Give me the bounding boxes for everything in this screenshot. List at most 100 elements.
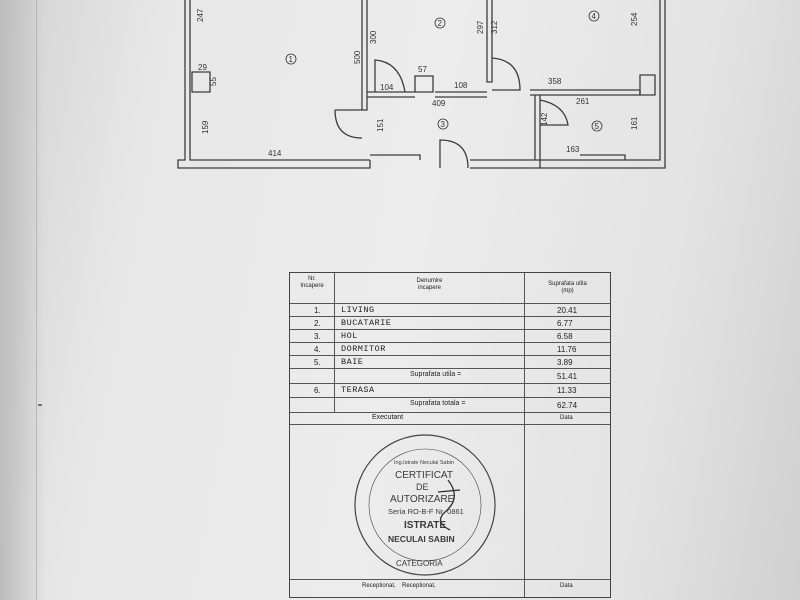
dim-414: 414 <box>268 149 282 158</box>
dim-151: 151 <box>376 118 385 132</box>
wall-inner-left <box>189 0 370 161</box>
column-left <box>191 71 211 93</box>
window-mark-2 <box>580 154 626 160</box>
stamp-inner-ring <box>368 448 482 562</box>
room-number-5: 5 <box>595 122 600 131</box>
table-row: 4. DORMITOR 11.76 <box>290 342 610 355</box>
subtotal-value: 51.41 <box>557 372 578 381</box>
dim-247: 247 <box>196 8 205 22</box>
table-row: 2. BUCATARIE 6.77 <box>290 316 610 329</box>
row-nr: 4. <box>314 345 321 354</box>
signature-scribble <box>437 479 461 531</box>
stamp-line-neculai: NECULAI SABIN <box>388 534 455 544</box>
row-nr: 1. <box>314 306 321 315</box>
header-incapere: Incapere <box>300 283 324 289</box>
row-name: BUCATARIE <box>341 318 392 328</box>
page-shadow-edge <box>0 0 46 600</box>
dim-163: 163 <box>566 145 580 154</box>
header-nr: Nr. <box>308 276 316 282</box>
dim-29: 29 <box>198 63 207 72</box>
stamp-line-autorizare: AUTORIZARE <box>390 494 455 505</box>
wall-living-kitchen <box>361 0 368 111</box>
header-incapere-2: incapere <box>417 285 441 291</box>
dim-104: 104 <box>380 83 394 92</box>
row-area: 11.76 <box>557 345 577 354</box>
row-nr: 5. <box>314 358 321 367</box>
wall-right-outer <box>540 0 666 169</box>
terrace-area: 11.33 <box>557 386 577 395</box>
dim-312: 312 <box>490 20 499 34</box>
terrace-nr: 6. <box>314 386 321 395</box>
dim-161: 161 <box>630 116 639 130</box>
stamp-top-name: Ing.Istrate Neculai Sabin <box>394 460 454 466</box>
wall-left-bottom <box>177 0 340 169</box>
room-number-3: 3 <box>441 120 446 129</box>
total-label: Suprafata totala = <box>410 400 466 407</box>
data-label: Data <box>560 415 573 421</box>
signature-area <box>290 424 610 579</box>
executant-row: Executant Data <box>290 412 610 424</box>
receptionat-row: Receptionat, Receptionat, Data <box>290 579 610 597</box>
stamp-line-istrate: ISTRATE <box>404 520 446 531</box>
total-value: 62.74 <box>557 401 578 410</box>
total-row: Suprafata totala = 62.74 <box>290 397 610 412</box>
stamp-line-categoria: CATEGORIA <box>396 559 443 568</box>
header-mp: (mp) <box>561 288 574 294</box>
room-number-1: 1 <box>289 55 294 64</box>
wall-bottom-seg <box>340 160 371 169</box>
receptionat-label-1: Receptionat, <box>362 583 396 589</box>
table-row: 3. HOL 6.58 <box>290 329 610 342</box>
wall-bath-top <box>530 89 641 96</box>
stamp-line-de: DE <box>416 482 429 492</box>
stamp-outer-ring <box>354 434 496 576</box>
dim-500: 500 <box>353 50 362 64</box>
header-denumire: Denumire <box>416 278 443 284</box>
executant-label: Executant <box>372 414 404 421</box>
row-area: 6.77 <box>557 319 573 328</box>
terrace-row: 6. TERASA 11.33 <box>290 383 610 397</box>
dim-159: 159 <box>201 120 210 134</box>
column-right <box>639 74 656 96</box>
dim-358: 358 <box>548 77 562 86</box>
room-marker-1 <box>285 53 297 65</box>
window-mark-1 <box>370 154 421 160</box>
row-nr: 3. <box>314 332 321 341</box>
row-name: DORMITOR <box>341 344 386 354</box>
data-label-2: Data <box>560 583 573 589</box>
subtotal-row: Suprafata utila = 51.41 <box>290 368 610 383</box>
dim-261: 261 <box>576 97 590 106</box>
table-row: 1. LIVING 20.41 <box>290 303 610 316</box>
wall-right <box>540 0 661 161</box>
door-arc-bath <box>539 99 569 126</box>
dim-142: 142 <box>540 112 549 126</box>
door-arc-bedroom <box>491 57 521 91</box>
dim-55: 55 <box>209 77 218 86</box>
row-nr: 2. <box>314 319 321 328</box>
dim-254: 254 <box>630 12 639 26</box>
door-arc-living <box>334 109 363 139</box>
receptionat-label-2: Receptionat, <box>402 583 436 589</box>
room-number-4: 4 <box>592 12 597 21</box>
table-row: 5. BAIE 3.89 <box>290 355 610 368</box>
row-name: LIVING <box>341 305 375 315</box>
dim-409: 409 <box>432 99 446 108</box>
row-area: 6.58 <box>557 332 573 341</box>
terrace-name: TERASA <box>341 385 375 395</box>
room-marker-4 <box>588 10 600 22</box>
room-number-2: 2 <box>438 19 443 28</box>
dim-57: 57 <box>418 65 427 74</box>
paper-fold-line <box>36 0 37 600</box>
door-arc-entry <box>439 139 469 169</box>
subtotal-label: Suprafata utila = <box>410 371 462 378</box>
stamp-line-certificat: CERTIFICAT <box>395 470 453 481</box>
row-area: 20.41 <box>557 306 578 315</box>
wall-bottom-mid <box>470 159 541 169</box>
dim-108: 108 <box>454 81 468 90</box>
room-marker-5 <box>591 120 603 132</box>
dim-300: 300 <box>369 30 378 44</box>
header-suprafata: Suprafata utila <box>548 281 587 287</box>
dim-297: 297 <box>476 20 485 34</box>
